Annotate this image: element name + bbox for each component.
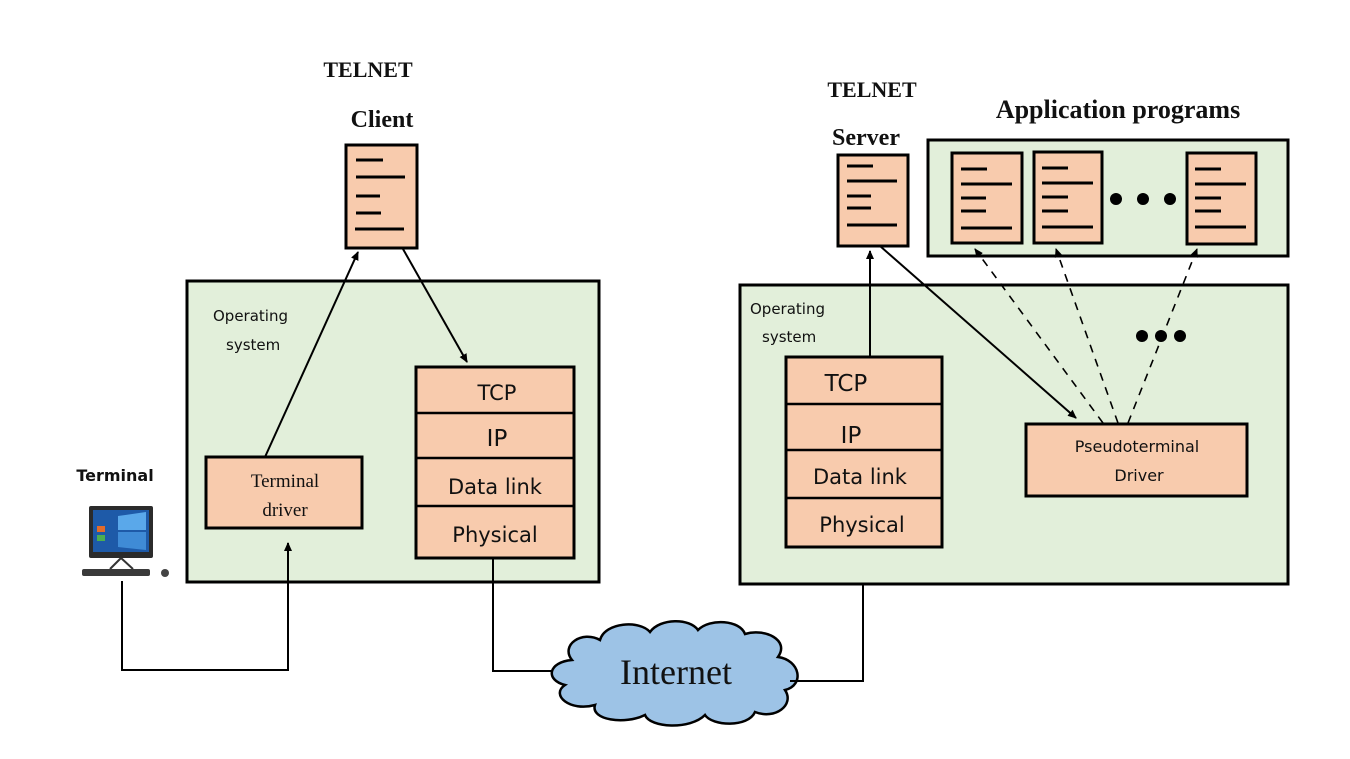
client-layer-physical: Physical — [452, 523, 537, 547]
pseudoterminal-to-app2-dashed — [1054, 248, 1119, 424]
client-title-line2: Client — [351, 107, 414, 133]
client-protocol-stack: TCP IP Data link Physical — [414, 365, 576, 560]
pseudoterminal-line1: Pseudoterminal — [1075, 437, 1199, 456]
application-program-document-icon — [950, 151, 1024, 245]
desktop-computer-icon — [82, 506, 169, 577]
terminal-driver-line1: Terminal — [251, 471, 319, 492]
client-layer-ip: IP — [487, 426, 508, 452]
server-program-document-icon — [836, 153, 910, 248]
client-to-tcp-arrow — [402, 248, 468, 363]
pseudoterminal-line2: Driver — [1114, 466, 1164, 485]
terminal-to-driver-wire — [121, 542, 292, 671]
server-title-line2: Server — [832, 125, 900, 151]
internet-to-server-physical-wire — [790, 562, 867, 682]
application-program-document-icon — [1185, 151, 1258, 246]
client-layer-datalink: Data link — [448, 475, 543, 499]
client-layer-tcp: TCP — [477, 381, 517, 405]
server-os-label-line1: Operating — [750, 300, 825, 318]
client-title-line1: TELNET — [323, 57, 413, 82]
terminal-label: Terminal — [76, 466, 153, 485]
terminal-driver-line2: driver — [262, 500, 308, 521]
server-layer-datalink: Data link — [813, 465, 908, 489]
client-physical-to-internet-wire — [492, 558, 560, 672]
server-title-line1: TELNET — [827, 77, 917, 102]
server-to-pseudoterminal-arrow — [879, 245, 1077, 419]
server-os-label-line2: system — [762, 328, 816, 346]
internet-label: Internet — [620, 652, 732, 692]
server-layer-ip: IP — [841, 423, 862, 449]
terminal-driver-box: Terminal driver — [204, 455, 364, 530]
server-protocol-stack: TCP IP Data link Physical — [784, 355, 944, 549]
ellipsis-icon — [1136, 330, 1186, 342]
cloud-icon — [550, 620, 799, 727]
pseudoterminal-to-app1-dashed — [974, 248, 1104, 424]
pseudoterminal-driver-box: Pseudoterminal Driver — [1024, 422, 1249, 498]
server-layer-physical: Physical — [819, 513, 904, 537]
ellipsis-icon — [1110, 193, 1176, 205]
application-program-document-icon — [1032, 150, 1104, 245]
client-program-document-icon — [344, 143, 419, 250]
driver-to-client-arrow — [264, 251, 359, 458]
application-programs-title: Application programs — [996, 95, 1240, 124]
client-os-label-line1: Operating — [213, 307, 288, 325]
client-os-label-line2: system — [226, 336, 280, 354]
server-layer-tcp: TCP — [824, 371, 868, 397]
